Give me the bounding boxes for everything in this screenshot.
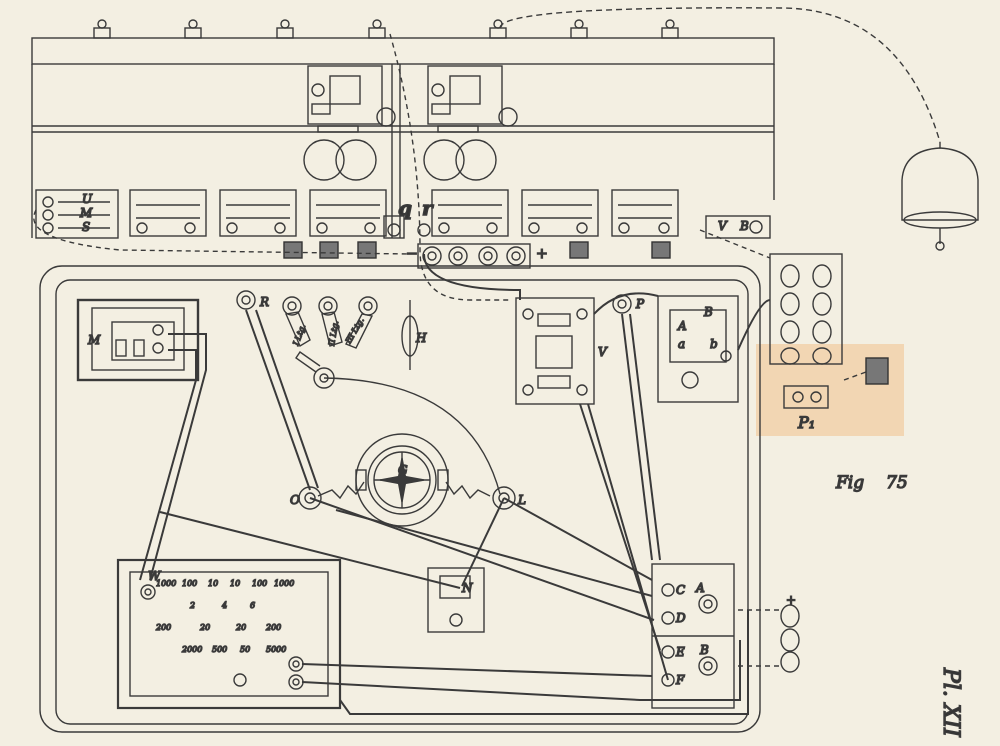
- label-m-box: M: [87, 333, 101, 347]
- rheo-row3-3: 200: [265, 623, 281, 632]
- label-r: r: [422, 196, 434, 220]
- label-q: q: [398, 196, 412, 220]
- rheo-top-5: 1000: [274, 579, 294, 588]
- label-p1: P₁: [797, 413, 815, 432]
- label-b-lower: b: [710, 337, 718, 351]
- label-v-small: V: [718, 219, 728, 233]
- rheo-row2-1: 4: [221, 601, 227, 610]
- label-b-relay: B: [703, 305, 713, 319]
- base-board: [39, 265, 761, 733]
- label-p: P: [635, 297, 645, 311]
- label-b-panel: B: [699, 643, 709, 657]
- label-h: H: [415, 331, 427, 345]
- plate-label: Pl. XII: [938, 667, 963, 738]
- hatched-squares: [283, 241, 889, 385]
- terminal-panel: [651, 563, 735, 709]
- label-b-small: B: [739, 219, 749, 233]
- label-minus: −: [406, 246, 418, 262]
- rheo-top-3: 10: [230, 579, 240, 588]
- rheo-row3-0: 200: [155, 623, 171, 632]
- rheo-row4-3: 5000: [266, 645, 286, 654]
- rheo-top-1: 100: [182, 579, 197, 588]
- terminals-o-l: [298, 486, 516, 510]
- label-n: N: [461, 581, 473, 595]
- label-v: V: [598, 345, 608, 359]
- rheo-top-4: 100: [252, 579, 267, 588]
- label-e: E: [675, 645, 685, 659]
- rheo-row2-2: 6: [250, 601, 255, 610]
- battery-p1: [769, 253, 843, 409]
- label-s: S: [82, 220, 90, 234]
- label-w: W: [148, 569, 162, 583]
- label-plus-small: +: [786, 593, 796, 607]
- galvanometer: [317, 377, 501, 527]
- m-box: [76, 298, 200, 382]
- bell-icon: [901, 142, 979, 251]
- instrument-left: [303, 65, 396, 181]
- label-a-relay: A: [677, 319, 687, 333]
- label-plus: +: [536, 246, 548, 262]
- rheo-row2-0: 2: [189, 601, 195, 610]
- small-battery: [780, 604, 800, 673]
- relay-row: [35, 189, 771, 239]
- label-f: F: [675, 673, 685, 687]
- battery-switch-row: [417, 243, 531, 269]
- label-a-panel: A: [695, 581, 705, 595]
- top-binding-posts: [93, 19, 679, 39]
- label-r-lever: R: [259, 295, 269, 309]
- relay-v: [515, 297, 595, 405]
- lever-label-1: I Ltg.: [291, 323, 307, 348]
- label-a-small: a: [678, 337, 685, 351]
- rheo-row3-1: 20: [199, 623, 210, 632]
- label-g: G: [398, 463, 408, 477]
- levers: [236, 290, 419, 389]
- lever-label-3: III Ltg.: [343, 316, 365, 346]
- figure-caption: Fig: [835, 473, 864, 493]
- key-n: [427, 567, 485, 633]
- upper-cabinet: [31, 37, 775, 238]
- rheo-row4-1: 500: [212, 645, 227, 654]
- label-c: C: [676, 583, 685, 597]
- label-m-relay: M: [79, 206, 93, 220]
- rheo-row4-0: 2000: [181, 645, 202, 654]
- label-l: L: [517, 493, 526, 507]
- rheo-row4-2: 50: [240, 645, 250, 654]
- instrument-right: [423, 65, 518, 181]
- figure-number: 75: [886, 473, 908, 493]
- label-o: O: [290, 493, 300, 507]
- relay-ab: [657, 295, 739, 403]
- label-u: U: [82, 192, 93, 206]
- wiring: [139, 253, 771, 715]
- rheo-top-2: 10: [208, 579, 218, 588]
- rheo-top-0: 1000: [156, 579, 176, 588]
- rheo-row3-2: 20: [235, 623, 246, 632]
- dashed-bell-wire: [499, 7, 941, 143]
- rheostat-box: [116, 558, 342, 710]
- label-d: D: [675, 611, 686, 625]
